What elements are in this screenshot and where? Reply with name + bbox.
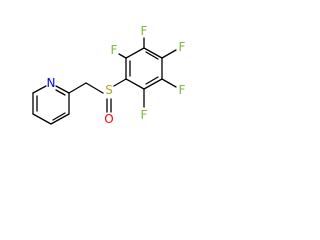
bond [55,85,70,94]
bond [50,113,70,125]
pentafluorophenyl-ring [125,47,163,90]
double-bond-inner [145,51,159,60]
fluorine-atom-label: F [179,40,186,54]
fluorine-atom-label: F [111,43,118,57]
fluorine-atom-label: F [141,108,148,122]
oxygen-atom-label: O [104,112,113,126]
bond [32,85,47,94]
methylene-sulfinyl-linker [68,78,127,113]
double-bond-inner [55,89,66,96]
bond [125,47,145,59]
bond [32,113,52,125]
bond [113,78,127,87]
bond [143,78,163,90]
fluorine-atom-label: F [179,83,186,97]
bond [118,53,127,59]
bond [68,82,87,94]
bond [125,78,145,90]
molecule-structure-diagram: N S O F F F F F [32,24,186,126]
bond [85,82,104,94]
atom-labels: N S O F F F F F [47,24,186,126]
pyridine-ring [32,85,70,125]
nitrogen-atom-label: N [47,76,56,90]
bond [161,78,177,88]
bond [143,47,163,59]
sulfur-atom-label: S [105,83,113,97]
double-bond-inner [145,76,159,85]
fluorine-atom-label: F [141,24,148,38]
double-bond-inner [52,112,66,121]
fluorine-bonds [118,37,177,108]
bond [161,49,177,59]
